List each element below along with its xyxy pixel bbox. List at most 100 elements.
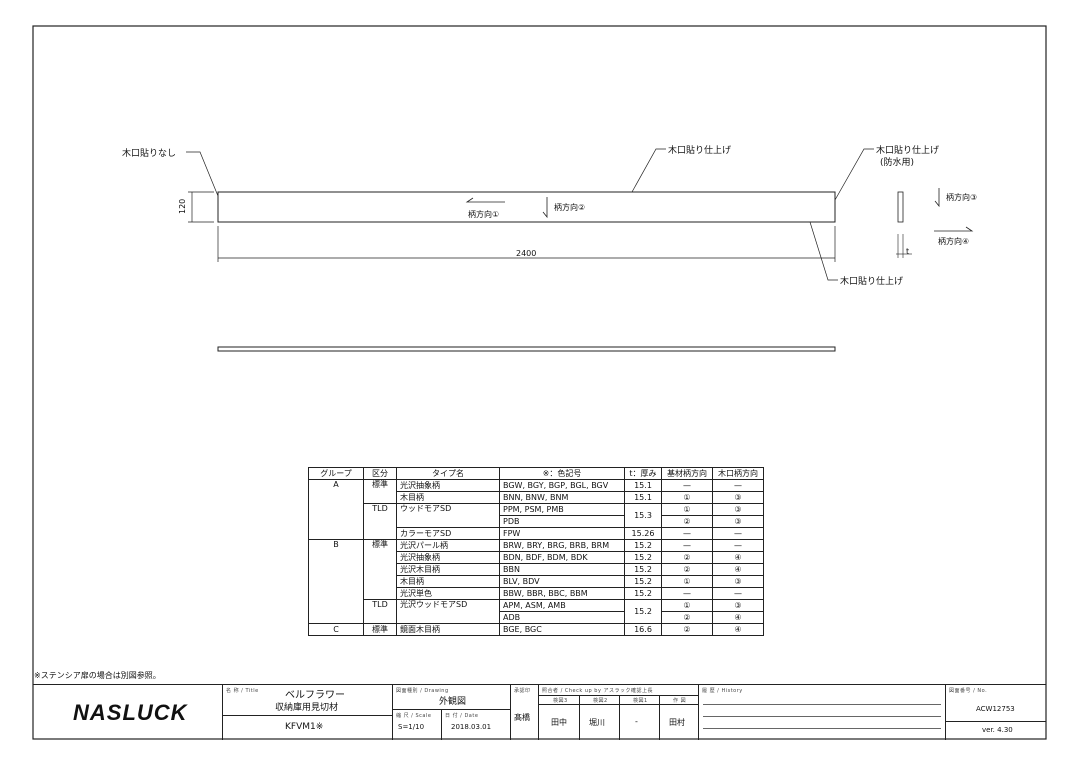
table-row: TLD 光沢ウッドモアSD APM, ASM, AMB 15.2 ① ③	[309, 599, 764, 624]
check-sub-1: 検図1	[633, 698, 648, 704]
grain-direction-1: 柄方向①	[468, 210, 500, 219]
checker-2: 堀川	[589, 718, 605, 727]
callout-no-edge-banding: 木口貼りなし	[122, 149, 177, 159]
cell-base-grain: —	[661, 479, 713, 492]
cell-base-grain: —	[661, 539, 713, 552]
history-label: 履 歴 / History	[702, 688, 743, 694]
cell-kubun: 標準	[363, 539, 397, 600]
version: ver. 4.30	[982, 726, 1013, 734]
date-label: 日 付 / Date	[445, 713, 479, 719]
cell-kubun: TLD	[363, 599, 397, 624]
grain-direction-4: 柄方向④	[938, 237, 970, 246]
sheet-border	[32, 25, 1047, 740]
header-group: グループ	[308, 467, 364, 480]
height-dimension-label: 120	[178, 198, 187, 214]
cell-thickness: 15.2	[624, 563, 662, 576]
table-row: C 標準 鏡面木目柄 BGE, BGC 16.6 ② ④	[308, 623, 764, 636]
history-cell: 履 歴 / History	[699, 685, 946, 740]
cell-base-grain: ②	[661, 563, 713, 576]
cell-code: BBN	[499, 563, 625, 576]
cell-thickness: 15.2	[624, 599, 662, 624]
check-sub-drawn: 作 図	[673, 698, 687, 704]
logo-cell: NASLUCK	[33, 685, 223, 740]
table-row: PDB ② ③	[309, 515, 764, 528]
cell-base-grain: —	[661, 587, 713, 600]
cell-group: A	[308, 479, 364, 540]
drawing-type-label: 図面種別 / Drawing	[396, 688, 449, 694]
table-row: TLD ウッドモアSD PPM, PSM, PMB 15.3 ① ③	[309, 503, 764, 540]
cell-thickness: 15.2	[624, 587, 662, 600]
number-label: 図面番号 / No.	[949, 688, 988, 694]
number-cell: 図面番号 / No. ACW12753 ver. 4.30	[946, 685, 1046, 740]
cell-type: 鏡面木目柄	[396, 623, 500, 636]
drawing-type-value: 外観図	[439, 697, 467, 707]
cell-kubun: TLD	[363, 503, 397, 540]
cell-thickness: 15.3	[624, 503, 662, 528]
table-row: B 標準 光沢パール柄 BRW, BRY, BRG, BRB, BRM 15.2…	[308, 539, 764, 624]
nasluck-logo: NASLUCK	[73, 700, 188, 725]
drafter: 田村	[669, 718, 685, 727]
cell-code: BLV, BDV	[499, 575, 625, 588]
cell-group: C	[308, 623, 364, 636]
cell-type: 光沢単色	[396, 587, 500, 600]
callout-edge-banding-waterproof: 木口貼り仕上げ	[876, 146, 940, 156]
cell-code: APM, ASM, AMB	[499, 599, 625, 612]
table-row: A 標準 光沢抽象柄 BGW, BGY, BGP, BGL, BGV 15.1 …	[308, 479, 764, 540]
cell-kubun: 標準	[363, 479, 397, 504]
cell-code: BNN, BNW, BNM	[499, 491, 625, 504]
check-sub-2: 検図2	[593, 698, 608, 704]
cell-thickness: 15.1	[624, 479, 662, 492]
title-block: NASLUCK 名 称 / Title ベルフラワー 収納庫用見切材 KFVM1…	[33, 684, 1046, 740]
panel-front-view	[217, 191, 836, 223]
model-number: KFVM1※	[285, 722, 324, 732]
cell-type: ウッドモアSD	[396, 503, 500, 528]
table-row: 光沢抽象柄 BDN, BDF, BDM, BDK 15.2 ② ④	[309, 551, 764, 564]
table-row: 光沢木目柄 BBN 15.2 ② ④	[309, 563, 764, 576]
cell-type: 木目柄	[396, 491, 500, 504]
cell-thickness: 15.2	[624, 575, 662, 588]
cell-base-grain: ②	[661, 611, 713, 624]
header-kubun: 区分	[363, 467, 397, 480]
checker-3: 田中	[551, 718, 567, 727]
panel-top-view	[217, 346, 836, 352]
cell-edge-grain: ④	[712, 623, 764, 636]
cell-kubun: 標準	[363, 623, 397, 636]
thickness-dimension	[896, 234, 912, 258]
approver-label: 承認印	[514, 688, 531, 694]
cell-type: 光沢抽象柄	[396, 479, 500, 492]
grain-direction-3: 柄方向③	[946, 193, 978, 202]
height-dimension	[188, 191, 214, 223]
title-cell: 名 称 / Title ベルフラワー 収納庫用見切材 KFVM1※	[223, 685, 393, 740]
title-line2: 収納庫用見切材	[275, 703, 339, 713]
cell-code: BGW, BGY, BGP, BGL, BGV	[499, 479, 625, 492]
cell-edge-grain: —	[712, 527, 764, 540]
callout-waterproof-note: (防水用)	[880, 158, 915, 168]
cell-edge-grain: —	[712, 479, 764, 492]
check-label: 照合者 / Check up by アスラック確認上長	[542, 688, 653, 694]
cell-type: 光沢木目柄	[396, 563, 500, 576]
approver-value: 髙橋	[514, 713, 530, 722]
cell-base-grain: ②	[661, 623, 713, 636]
panel-side-profile	[897, 191, 904, 223]
cell-code: FPW	[499, 527, 625, 540]
cell-base-grain: —	[661, 527, 713, 540]
approver-cell: 承認印 髙橋	[511, 685, 539, 740]
header-thickness: t：厚み	[624, 467, 662, 480]
cell-base-grain: ②	[661, 515, 713, 528]
header-base-grain: 基材柄方向	[661, 467, 713, 480]
cell-base-grain: ①	[661, 503, 713, 516]
thickness-dimension-label: t	[906, 247, 910, 256]
grain-direction-2: 柄方向②	[554, 203, 586, 212]
length-dimension-label: 2400	[516, 249, 537, 258]
cell-code: BBW, BBR, BBC, BBM	[499, 587, 625, 600]
table-row: 木目柄 BNN, BNW, BNM 15.1 ① ③	[309, 491, 764, 504]
cell-edge-grain: ④	[712, 611, 764, 624]
cell-edge-grain: ③	[712, 515, 764, 528]
cell-code: PDB	[499, 515, 625, 528]
cell-edge-grain: ④	[712, 551, 764, 564]
cell-code: ADB	[499, 611, 625, 624]
cell-type: 光沢抽象柄	[396, 551, 500, 564]
check-cell: 照合者 / Check up by アスラック確認上長 検図3 検図2 検図1 …	[539, 685, 699, 740]
cell-group: B	[308, 539, 364, 624]
